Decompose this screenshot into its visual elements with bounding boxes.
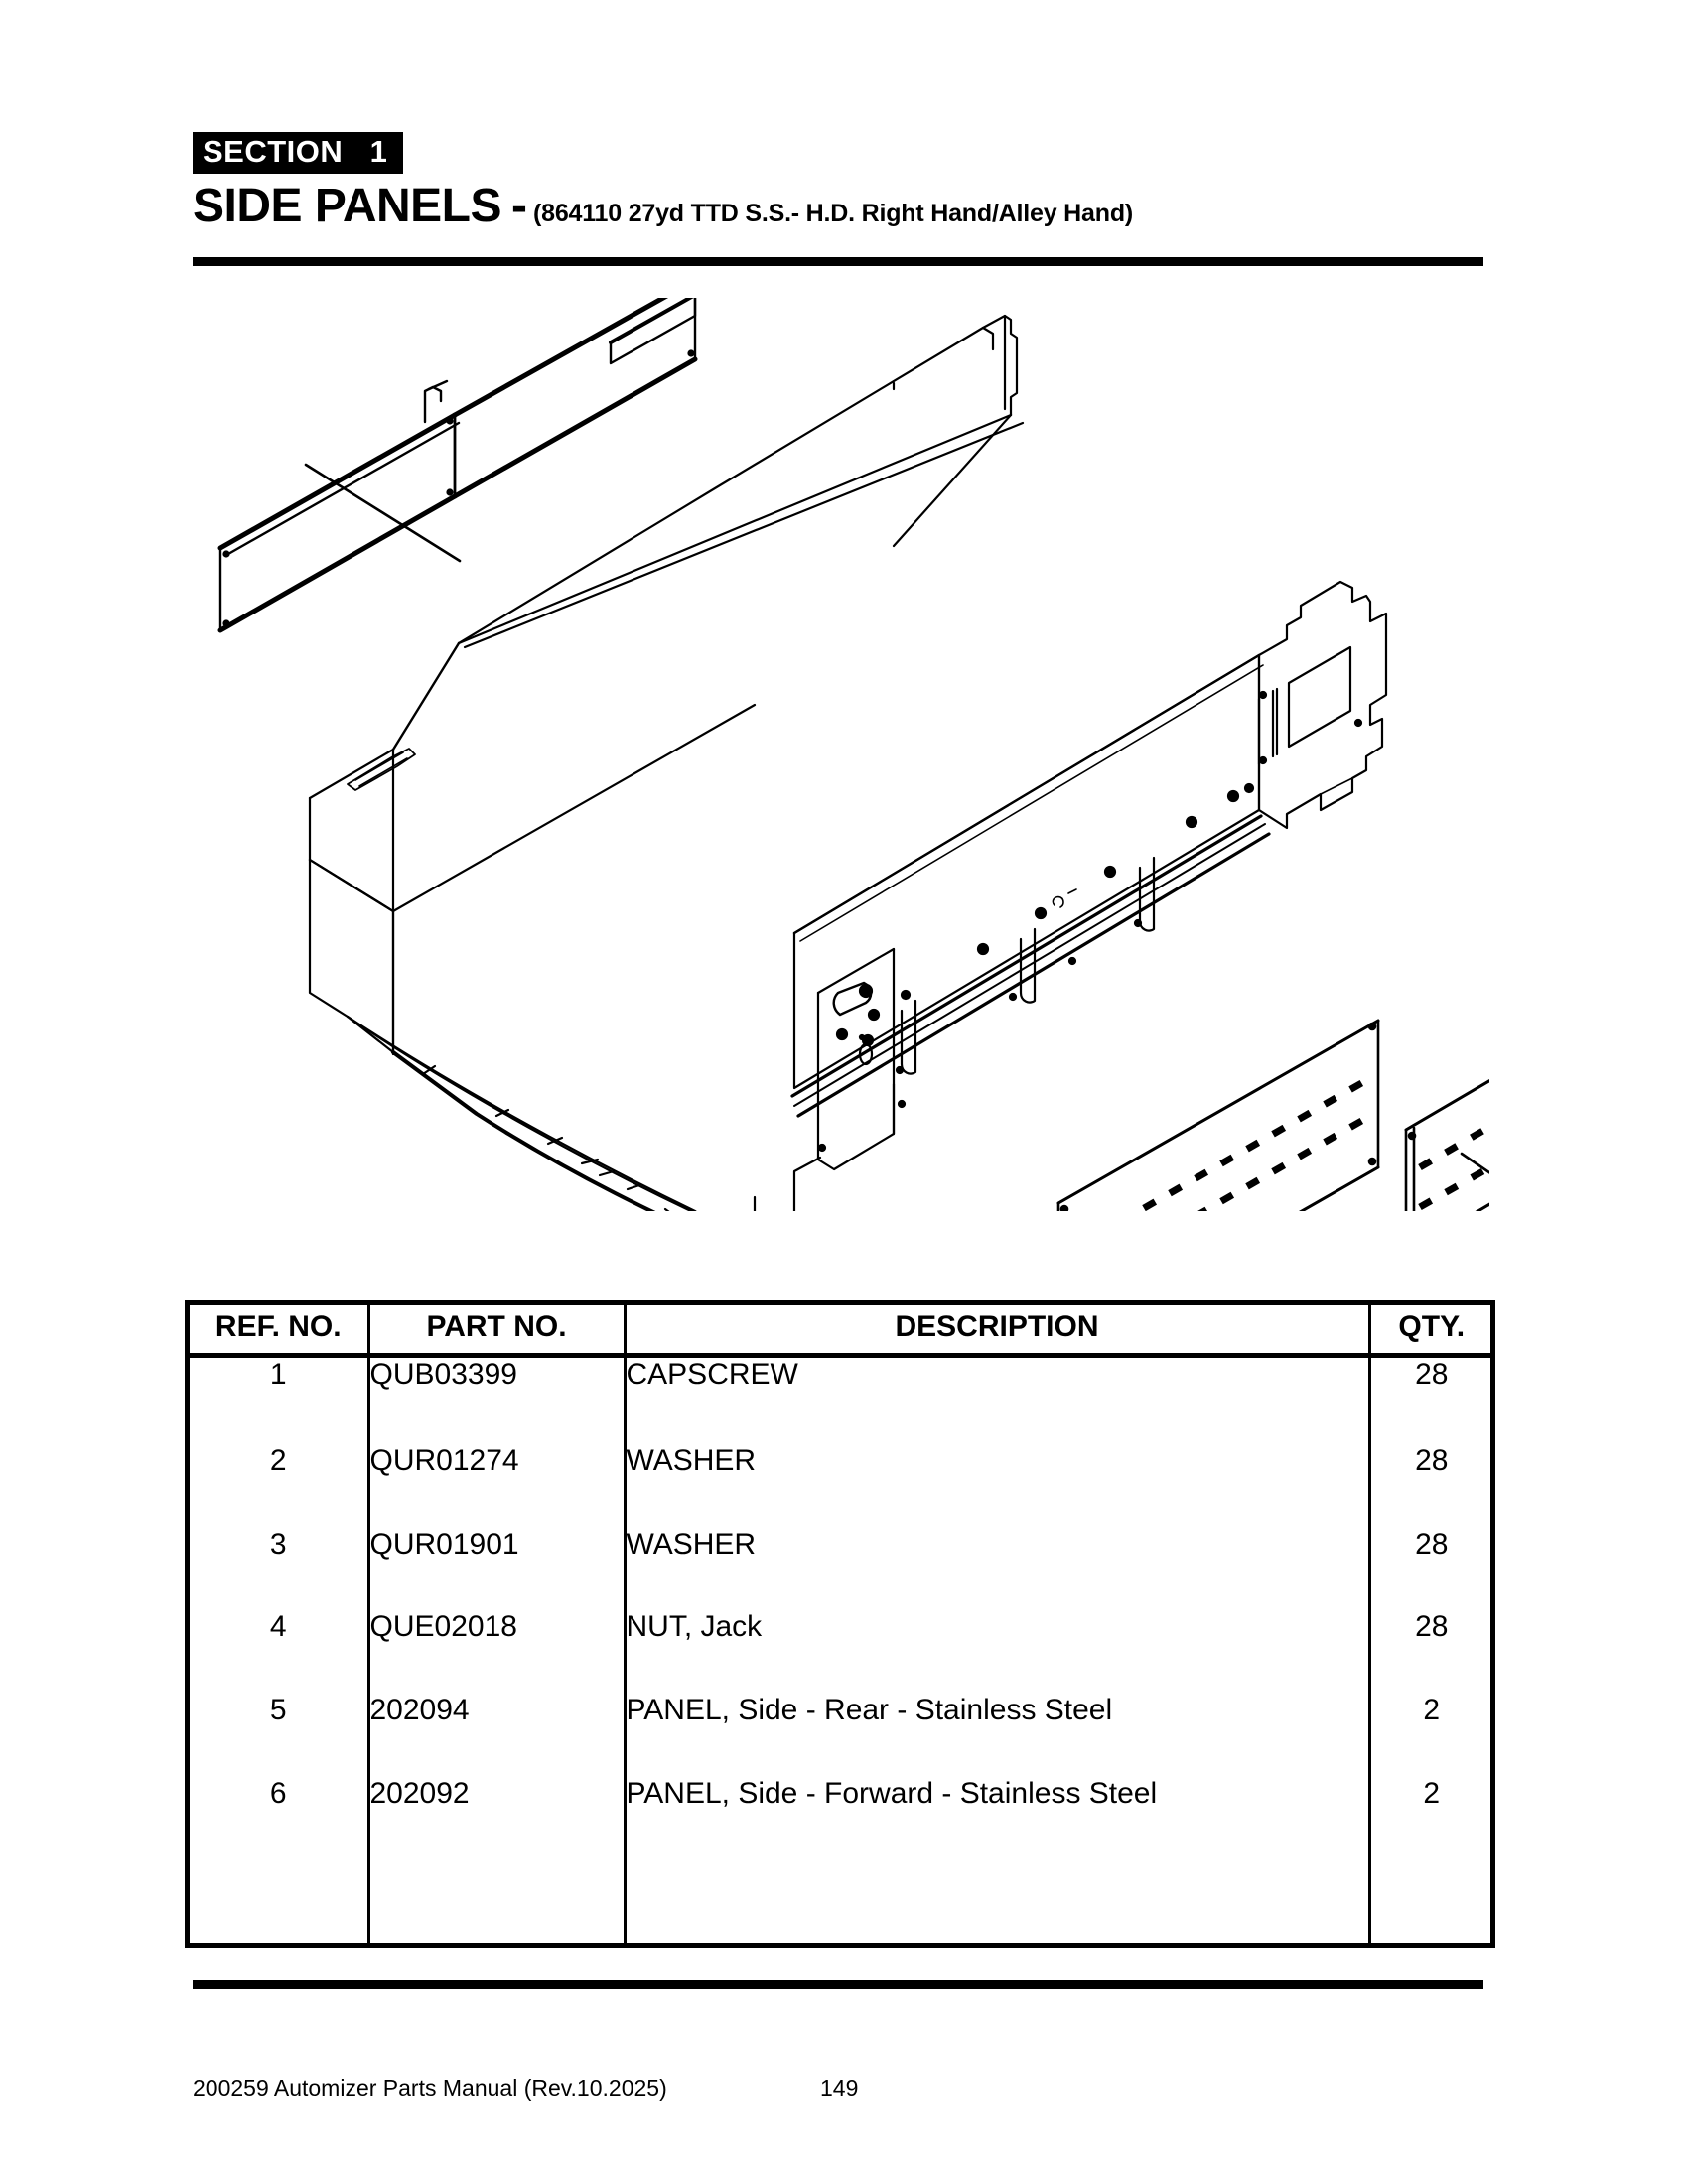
- part-body-shell: [308, 314, 1388, 1211]
- cell-part-no: 202094: [368, 1693, 627, 1777]
- column-header-description: DESCRIPTION: [625, 1305, 1371, 1358]
- parts-table: REF. NO. PART NO. DESCRIPTION QTY. 1 QUB…: [185, 1300, 1495, 1948]
- cell-part-no: QUB03399: [368, 1355, 627, 1444]
- table-row: 3 QUR01901 WASHER 28: [190, 1527, 1492, 1611]
- cell-ref-no: 5: [190, 1693, 370, 1777]
- cell-empty-desc: [625, 1859, 1371, 1943]
- footer-document-title: 200259 Automizer Parts Manual (Rev.10.20…: [193, 2075, 667, 2101]
- panel-perforations-rear: [1132, 1074, 1372, 1211]
- cell-description: WASHER: [625, 1527, 1371, 1611]
- cell-description: WASHER: [625, 1443, 1371, 1528]
- table-row: 5 202094 PANEL, Side - Rear - Stainless …: [190, 1693, 1492, 1777]
- cell-ref-no: 1: [190, 1355, 370, 1444]
- cell-empty-ref: [190, 1859, 370, 1943]
- assembly-illustration: [199, 298, 1489, 1211]
- cell-description: NUT, Jack: [625, 1610, 1371, 1694]
- cell-qty: 2: [1423, 1776, 1441, 1810]
- cell-ref-no: 2: [190, 1443, 370, 1528]
- part-rear-side-panel: [1056, 1019, 1380, 1211]
- cell-part-no: QUR01901: [368, 1527, 627, 1611]
- cell-qty: 28: [1415, 1610, 1449, 1644]
- page-title: SIDE PANELS - (864110 27yd TTD S.S.- H.D…: [193, 183, 1133, 230]
- cell-ref-no: 3: [190, 1527, 370, 1611]
- cell-description: PANEL, Side - Forward - Stainless Steel: [625, 1776, 1371, 1860]
- section-badge: SECTION 1: [193, 132, 404, 174]
- cell-part-no: 202092: [368, 1776, 627, 1860]
- column-header-part-no: PART NO.: [368, 1305, 627, 1358]
- cell-ref-no: 4: [190, 1610, 370, 1694]
- header-rule: [193, 257, 1483, 266]
- cell-qty: 28: [1415, 1357, 1449, 1391]
- cell-ref-no: 6: [190, 1776, 370, 1860]
- footer-page-number: 149: [820, 2075, 859, 2101]
- table-row: 1 QUB03399 CAPSCREW 28: [190, 1355, 1492, 1444]
- footer-rule: [193, 1980, 1483, 1989]
- column-header-qty: QTY.: [1369, 1305, 1492, 1358]
- cell-empty-qty: [1369, 1859, 1492, 1943]
- table-header-row: REF. NO. PART NO. DESCRIPTION QTY.: [190, 1305, 1492, 1358]
- table-row: 2 QUR01274 WASHER 28: [190, 1443, 1492, 1528]
- cell-part-no: QUE02018: [368, 1610, 627, 1694]
- cell-qty: 28: [1415, 1443, 1449, 1477]
- table-empty-space: [190, 1859, 1492, 1943]
- column-header-ref-no: REF. NO.: [190, 1305, 370, 1358]
- title-separator: -: [511, 180, 527, 232]
- cell-description: PANEL, Side - Rear - Stainless Steel: [625, 1693, 1371, 1777]
- table-row: 4 QUE02018 NUT, Jack 28: [190, 1610, 1492, 1694]
- page-title-main: SIDE PANELS: [193, 180, 502, 232]
- leader-line-forward-panel-right: [1460, 1152, 1489, 1174]
- part-forward-side-panel: [217, 298, 698, 633]
- cell-qty: 28: [1415, 1527, 1449, 1561]
- cell-empty-part: [368, 1859, 627, 1943]
- cell-description: CAPSCREW: [625, 1355, 1371, 1444]
- leader-line-forward-panel: [304, 463, 462, 563]
- cell-qty: 2: [1423, 1693, 1441, 1726]
- table-row: 6 202092 PANEL, Side - Forward - Stainle…: [190, 1776, 1492, 1860]
- page-subtitle: (864110 27yd TTD S.S.- H.D. Right Hand/A…: [532, 200, 1134, 227]
- cell-part-no: QUR01274: [368, 1443, 627, 1528]
- panel-perforations-forward: [1418, 1123, 1489, 1211]
- assembly-illustration-svg: [217, 298, 1489, 1211]
- part-forward-side-panel-right: [1404, 1079, 1489, 1211]
